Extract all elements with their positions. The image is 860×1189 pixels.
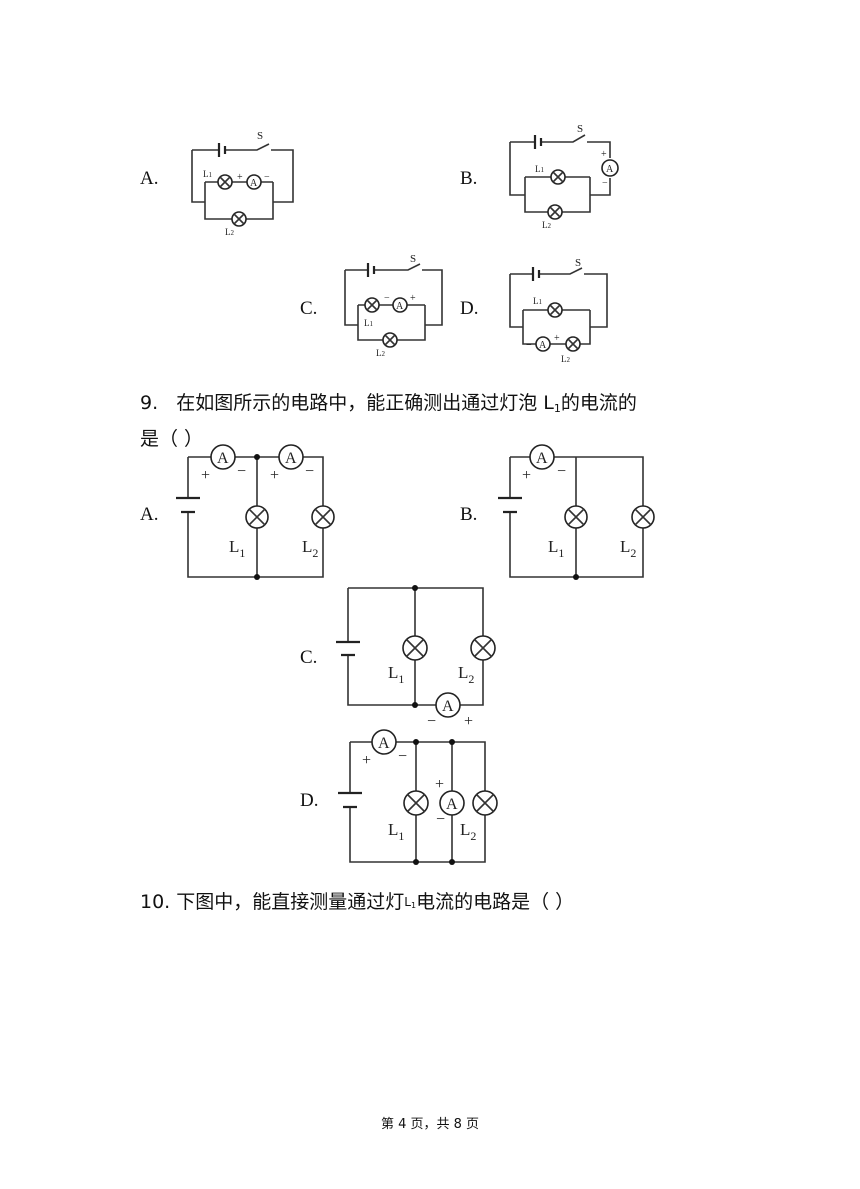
svg-text:L2: L2: [620, 537, 636, 560]
svg-text:A: A: [442, 698, 454, 715]
svg-text:−: −: [526, 340, 532, 351]
q9-option-a-label: A.: [140, 504, 159, 525]
q8-option-b-label: B.: [460, 168, 478, 189]
q8-option-a-label: A.: [140, 168, 159, 189]
svg-text:L1: L1: [535, 164, 545, 174]
q8-circuit-a: S A + − L1 L2: [191, 130, 294, 237]
q9-option-c-label: C.: [300, 647, 318, 668]
q9-option-b-label: B.: [460, 504, 478, 525]
svg-text:A: A: [285, 450, 297, 467]
svg-text:L1: L1: [203, 169, 213, 179]
svg-text:+: +: [464, 713, 473, 730]
svg-text:−: −: [557, 463, 566, 480]
svg-text:−: −: [427, 713, 436, 730]
svg-text:−: −: [237, 463, 246, 480]
svg-text:S: S: [577, 123, 583, 135]
svg-text:L2: L2: [561, 354, 571, 364]
question-9-text: 9. 在如图所示的电路中，能正确测出通过灯泡 L1的电流的 是（ ）: [140, 392, 637, 450]
svg-text:L2: L2: [458, 663, 474, 686]
svg-text:L1: L1: [533, 296, 543, 306]
svg-text:A: A: [250, 178, 258, 189]
svg-text:S: S: [410, 253, 416, 265]
question-10-text: 10. 下图中，能直接测量通过灯L1电流的电路是（ ）: [140, 891, 575, 913]
svg-text:+: +: [362, 752, 371, 769]
svg-text:−: −: [305, 463, 314, 480]
svg-text:A: A: [536, 450, 548, 467]
q8-circuit-d: S L1 A − + L2: [509, 257, 608, 364]
q8-option-c-label: C.: [300, 298, 318, 319]
svg-text:L1: L1: [388, 663, 404, 686]
svg-text:A: A: [606, 164, 614, 175]
svg-text:A: A: [396, 301, 404, 312]
svg-text:L2: L2: [460, 820, 476, 843]
q9-circuit-d: A + − A + − L1 L2: [338, 729, 498, 865]
svg-text:A: A: [446, 796, 458, 813]
svg-text:L1: L1: [364, 318, 374, 328]
q8-circuit-b: S A + − L1 L2: [509, 123, 619, 230]
q9-circuit-b: A + − L1 L2: [498, 444, 655, 580]
svg-text:A: A: [217, 450, 229, 467]
svg-text:−: −: [384, 293, 390, 304]
svg-text:L1: L1: [229, 537, 245, 560]
svg-text:−: −: [264, 172, 270, 183]
q9-circuit-a: A A + − + − L1 L2: [176, 444, 335, 580]
svg-text:L2: L2: [542, 220, 552, 230]
svg-text:−: −: [436, 811, 445, 828]
svg-text:−: −: [602, 178, 608, 189]
page-footer: 第 4 页，共 8 页: [380, 1117, 480, 1132]
svg-text:+: +: [554, 333, 560, 344]
q9-option-d-label: D.: [300, 790, 319, 811]
svg-text:L1: L1: [388, 820, 404, 843]
svg-text:L2: L2: [302, 537, 318, 560]
q9-circuit-c: A − + L1 L2: [336, 585, 496, 730]
svg-text:+: +: [237, 172, 243, 183]
svg-text:S: S: [257, 130, 263, 142]
svg-text:−: −: [398, 748, 407, 765]
svg-text:A: A: [539, 340, 547, 351]
svg-text:A: A: [378, 735, 390, 752]
svg-text:L1: L1: [548, 537, 564, 560]
svg-text:L2: L2: [225, 227, 235, 237]
svg-text:+: +: [410, 293, 416, 304]
svg-text:S: S: [575, 257, 581, 269]
q8-circuit-c: S A − + L1 L2: [344, 253, 443, 358]
svg-text:+: +: [435, 776, 444, 793]
svg-text:+: +: [201, 467, 210, 484]
svg-text:+: +: [601, 149, 607, 160]
svg-text:+: +: [522, 467, 531, 484]
svg-text:+: +: [270, 467, 279, 484]
svg-text:L2: L2: [376, 348, 386, 358]
q8-option-d-label: D.: [460, 298, 479, 319]
